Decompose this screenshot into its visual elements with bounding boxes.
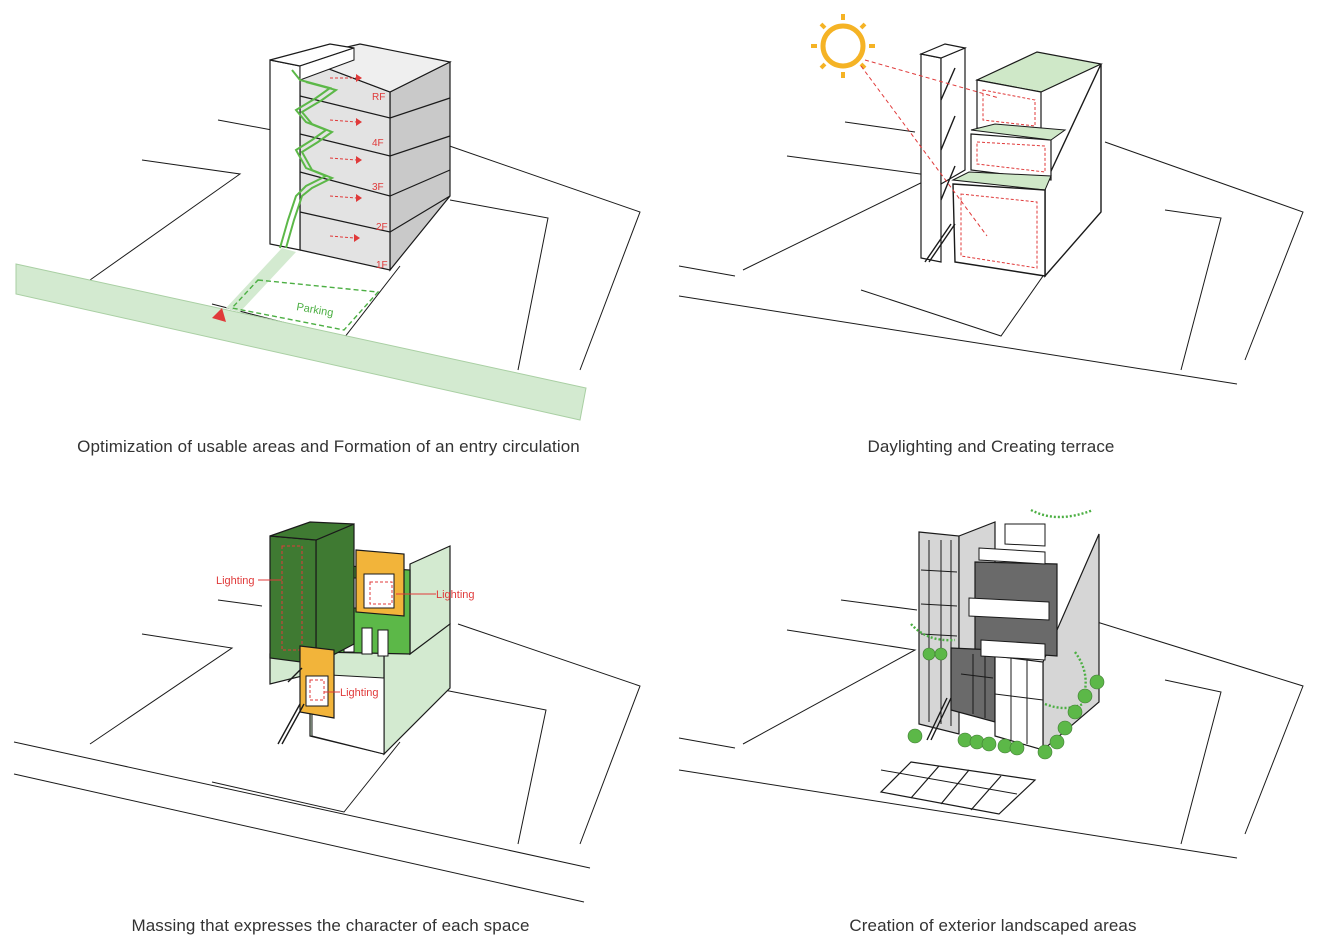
sun-icon	[811, 14, 875, 78]
terrace-middle	[970, 123, 1067, 141]
stair-core-face	[920, 53, 942, 263]
glazing-grid	[960, 654, 1044, 744]
lighting-label-upper: Lighting	[436, 589, 475, 601]
sunlight-arrows	[860, 59, 1000, 237]
upper-frame-opening	[363, 573, 395, 609]
circulation-diagram: Parking RF 4F	[15, 43, 641, 421]
lighting-annotations: Lighting Lighting Lighting	[216, 575, 475, 699]
tower-lighting-outline	[281, 545, 303, 651]
floor-label-rf: RF	[372, 92, 385, 103]
stair-treads	[277, 667, 305, 745]
caption-massing: Massing that expresses the character of …	[131, 916, 530, 935]
lighting-label-tower: Lighting	[216, 575, 255, 587]
parking-label: Parking	[295, 301, 334, 319]
site-lines	[13, 599, 641, 903]
caption-circulation: Optimization of usable areas and Formati…	[77, 437, 580, 456]
lower-glass	[994, 655, 1044, 751]
lower-lighting-outline	[309, 679, 325, 701]
diagram-panel-landscape: Creation of exterior landscaped areas	[665, 474, 1329, 948]
daylight-outlines	[960, 89, 1046, 269]
diagram-panel-daylighting: Daylighting and Creating terrace	[665, 0, 1329, 474]
road-strip	[15, 263, 587, 421]
building-side	[389, 61, 451, 272]
volume-lower	[952, 183, 1046, 277]
diagram-panel-massing: Lighting Lighting Lighting Massing that …	[0, 474, 665, 948]
floor-label-3f: 3F	[372, 182, 384, 193]
caption-landscape: Creation of exterior landscaped areas	[849, 916, 1137, 935]
stair-treads	[926, 697, 952, 741]
tower-front	[269, 535, 317, 665]
balconies	[968, 523, 1050, 661]
entry-arrow	[212, 308, 226, 322]
green-stairs	[279, 69, 339, 249]
massing-diagram: Lighting Lighting Lighting	[13, 521, 641, 903]
parking-outline	[230, 279, 380, 331]
floor-label-1f: 1F	[376, 260, 388, 271]
building-side	[1044, 63, 1102, 278]
lighting-label-lower: Lighting	[340, 687, 379, 699]
stair-treads	[924, 67, 956, 263]
daylighting-diagram	[678, 14, 1304, 385]
floor-labels: RF 4F 3F 2F 1F	[372, 92, 388, 271]
tower-windows	[920, 540, 958, 726]
tower-side	[315, 523, 355, 665]
lower-frame-opening	[305, 675, 329, 707]
caption-daylighting: Daylighting and Creating terrace	[867, 437, 1115, 456]
building-front	[299, 57, 391, 271]
landscape-diagram	[678, 508, 1304, 859]
stair-core-face	[269, 59, 301, 251]
stair-core-top	[918, 43, 968, 59]
terrace-lower	[951, 171, 1052, 191]
stair-core-side	[940, 47, 966, 186]
stair-core-side	[299, 47, 355, 81]
volume-middle	[970, 133, 1052, 181]
upper-lighting-outline	[369, 581, 393, 605]
floor-label-4f: 4F	[372, 138, 384, 149]
floor-arrows	[329, 74, 362, 242]
tower-top	[269, 521, 355, 541]
site-lines	[678, 599, 1304, 859]
parking-stalls	[879, 761, 1037, 815]
tree-icon	[907, 647, 1105, 760]
floor-label-2f: 2F	[376, 222, 388, 233]
diagram-panel-circulation: Parking RF 4F	[0, 0, 665, 474]
